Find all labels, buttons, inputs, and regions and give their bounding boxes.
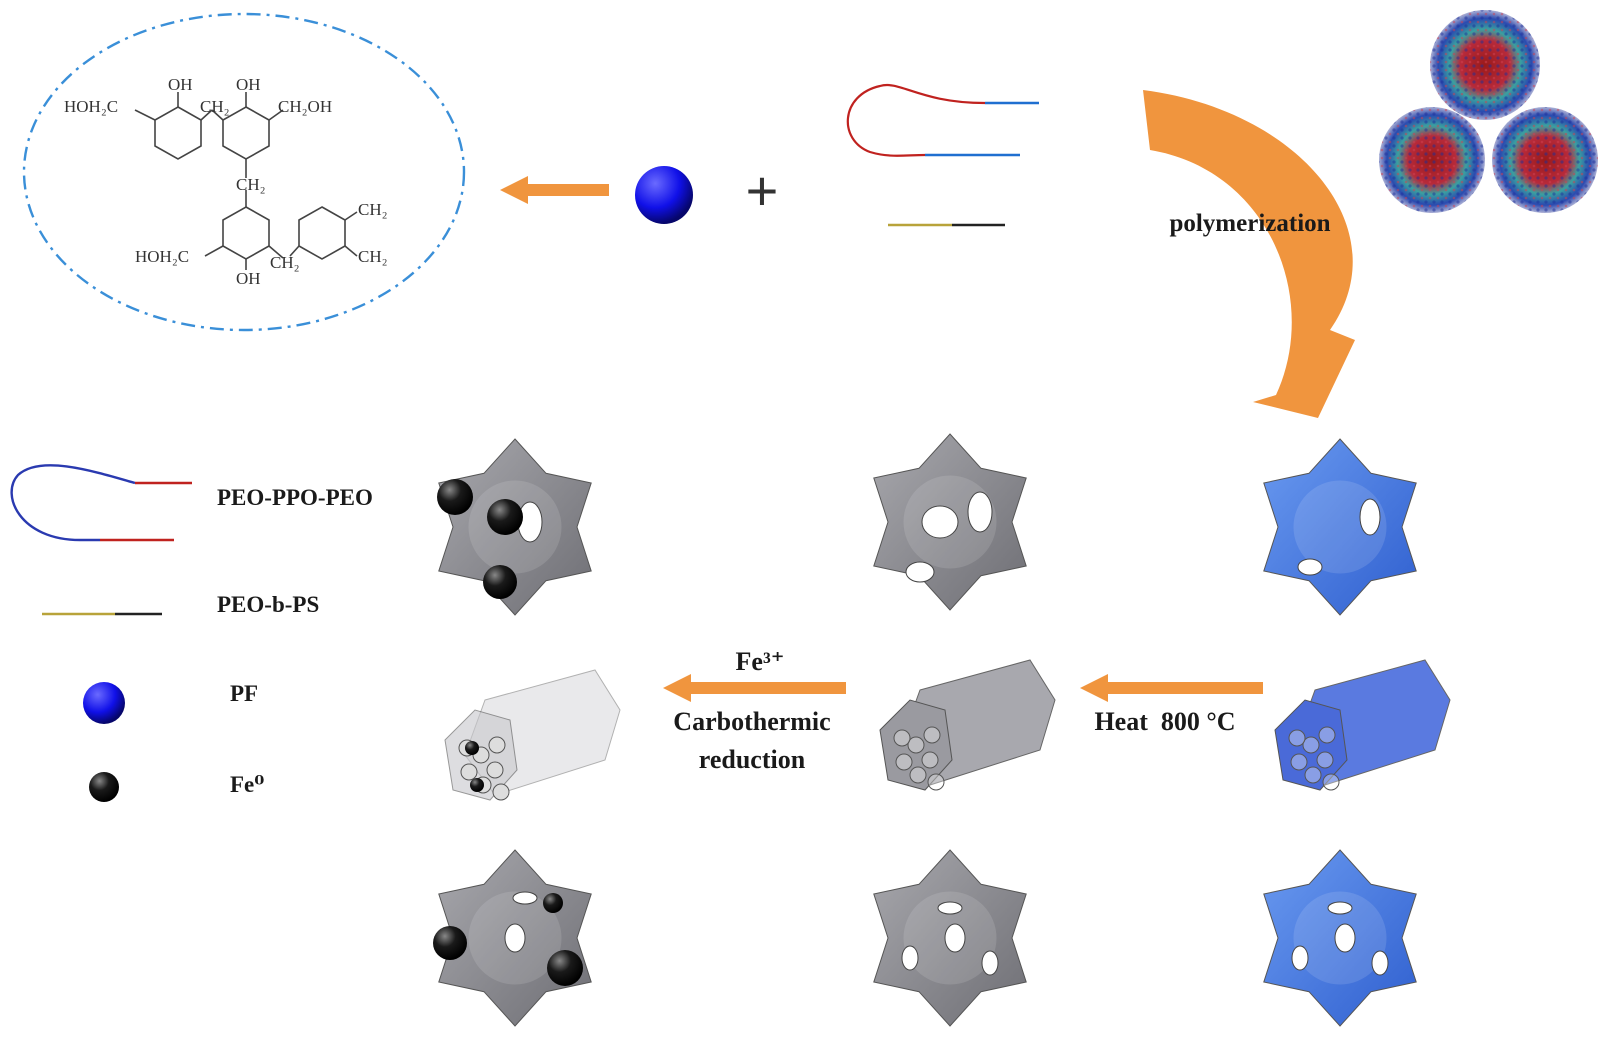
channel [1302, 736, 1320, 754]
fe-particle-icon [433, 926, 467, 960]
channel [486, 761, 504, 779]
pore [937, 901, 963, 915]
pore [1327, 901, 1353, 915]
legend-label-pf: PF [230, 681, 258, 706]
fe3-label: Fe³⁺ [736, 647, 785, 676]
molecule-label-ch2-5: CH₂ [358, 247, 388, 266]
legend-item-fe0: Fe⁰ [89, 772, 264, 802]
carbon-cage-top [873, 433, 1027, 611]
molecule-label-hoh2c-1: HOH₂C [64, 97, 118, 116]
pore [901, 945, 919, 971]
channel [1318, 726, 1336, 744]
legend-label-peo-b-ps: PEO-b-PS [217, 592, 319, 617]
channel [1322, 773, 1340, 791]
molecule-label-ch2-3: CH₂ [358, 200, 388, 219]
channel [923, 726, 941, 744]
carbon-cage-bottom [873, 849, 1027, 1027]
pore [921, 505, 959, 539]
pore [967, 491, 993, 533]
fe-particle-icon [437, 479, 473, 515]
channel [1316, 751, 1334, 769]
structure-grid [433, 433, 1451, 1027]
resin-cage-bottom [1263, 849, 1417, 1027]
micelle-cluster [1379, 10, 1598, 213]
legend-item-pf: PF [83, 681, 258, 724]
black-sphere-icon [89, 772, 119, 802]
channel [1288, 729, 1306, 747]
molecule-label-ch2-4: CH₂ [270, 253, 300, 272]
molecule-label-ch2-2: CH₂ [236, 175, 266, 194]
channel [492, 783, 510, 801]
blue-sphere-icon [83, 682, 125, 724]
legend-item-peo-b-ps: PEO-b-PS [42, 592, 319, 617]
channel [893, 729, 911, 747]
carbothermic-label-line2: reduction [699, 745, 806, 774]
fe-particle-icon [543, 893, 563, 913]
fe-particle-icon [487, 499, 523, 535]
heat-label: Heat 800 °C [1094, 707, 1235, 736]
molecule-label-oh-1: OH [168, 75, 193, 94]
fe-particle-icon [465, 741, 479, 755]
molecule-structure: OH OH HOH₂C CH₂ CH₂OH CH₂ CH₂ HOH₂C CH₂ … [22, 12, 466, 332]
pore [1371, 950, 1389, 976]
molecule-label-oh-3: OH [236, 269, 261, 288]
pore [905, 561, 935, 583]
legend-label-fe0: Fe⁰ [230, 772, 264, 797]
pore [1334, 923, 1356, 953]
molecule-label-ch2oh: CH₂OH [278, 97, 332, 116]
channel [460, 763, 478, 781]
polymerization-label: polymerization [1169, 210, 1330, 237]
resin-hex-rod [1274, 659, 1451, 791]
fe-carbon-cage-bottom [433, 849, 592, 1027]
fe-particle-icon [470, 778, 484, 792]
legend-label-peo-ppo-peo: PEO-PPO-PEO [217, 485, 373, 510]
pore [1291, 945, 1309, 971]
channel [907, 736, 925, 754]
channel [488, 736, 506, 754]
fe-particle-icon [547, 950, 583, 986]
molecule-label-ch2-1: CH₂ [200, 97, 230, 116]
molecule-label-hoh2c-2: HOH₂C [135, 247, 189, 266]
plus-sign: + [746, 159, 779, 222]
channel [921, 751, 939, 769]
polymerization-arrow [1143, 90, 1355, 418]
arrow-to-molecule [500, 176, 609, 204]
legend-item-peo-ppo-peo: PEO-PPO-PEO [10, 464, 373, 542]
pore [512, 891, 538, 905]
resin-cage-top [1263, 438, 1417, 616]
channel [895, 753, 913, 771]
channel [909, 766, 927, 784]
carbon-hex-rod [879, 659, 1056, 791]
carbothermic-label-line1: Carbothermic [673, 707, 830, 736]
fe-carbon-cage-top [437, 438, 592, 616]
copolymer-chains [846, 83, 1039, 227]
pore [1297, 558, 1323, 576]
pore [1359, 498, 1381, 536]
fe-carbon-hex-rod [444, 669, 621, 801]
channel [927, 773, 945, 791]
channel [1304, 766, 1322, 784]
heat-arrow [1080, 674, 1263, 702]
pf-sphere-icon [635, 166, 693, 224]
legend: PEO-PPO-PEO PEO-b-PS PF Fe⁰ [10, 464, 373, 802]
molecule-label-oh-2: OH [236, 75, 261, 94]
carbothermic-arrow [663, 674, 846, 702]
channel [1290, 753, 1308, 771]
pore [981, 950, 999, 976]
fe-particle-icon [483, 565, 517, 599]
dashed-ellipse [22, 12, 466, 332]
pore [944, 923, 966, 953]
pore [504, 923, 526, 953]
